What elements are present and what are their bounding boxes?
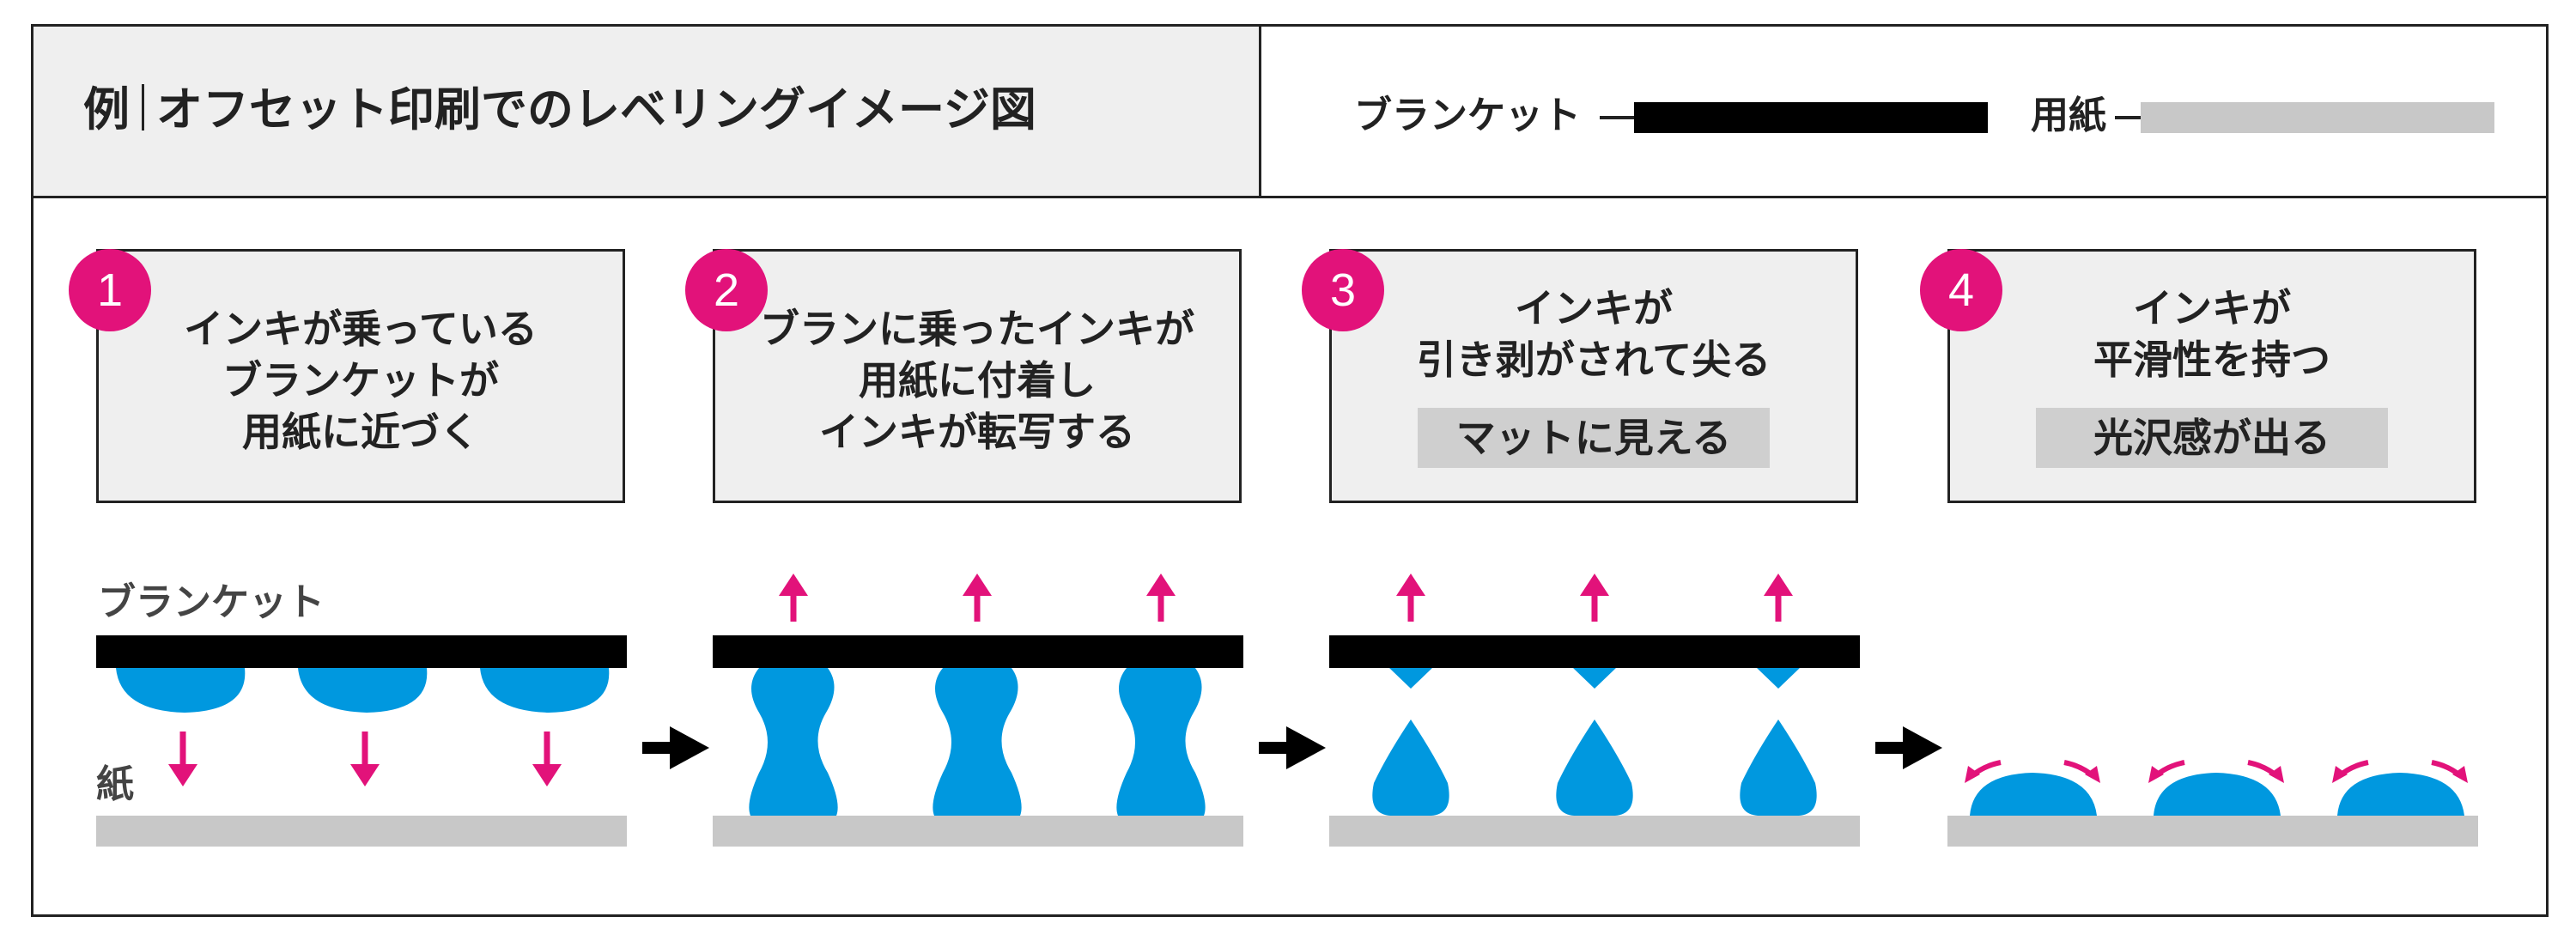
- ink-peak: [1372, 719, 1449, 816]
- step-2-badge: 2: [685, 249, 768, 331]
- ink-level: [1970, 773, 2097, 816]
- down-arrow-icon: [350, 732, 380, 786]
- up-arrow-icon: [1396, 574, 1425, 622]
- up-arrow-icon: [779, 574, 808, 622]
- step-3-text: インキが 引き剥がされて尖る: [1416, 285, 1771, 383]
- step-1-box: インキが乗っている ブランケットが 用紙に近づく: [96, 249, 625, 503]
- ink-peak: [1389, 668, 1432, 689]
- blanket-bar: [96, 635, 627, 668]
- step-3-box: インキが 引き剥がされて尖る マットに見える: [1329, 249, 1858, 503]
- paper-bar: [713, 816, 1243, 847]
- up-arrow-icon: [963, 574, 992, 622]
- right-arrow-icon: [1259, 726, 1326, 769]
- up-arrow-icon: [1764, 574, 1793, 622]
- right-arrow-icon: [1875, 726, 1942, 769]
- title-prefix: 例: [83, 82, 130, 137]
- ink-drop: [298, 668, 428, 713]
- step-2-text: ブランに乗ったインキが 用紙に付着し インキが転写する: [760, 306, 1194, 455]
- paper-label: 紙: [96, 762, 134, 806]
- blanket-label: ブランケット: [98, 580, 325, 624]
- ink-level: [2154, 773, 2281, 816]
- ink-column: [749, 668, 838, 816]
- ink-level: [2337, 773, 2464, 816]
- ink-column: [1116, 668, 1206, 816]
- step-3-badge: 3: [1302, 249, 1384, 331]
- ink-peak: [1757, 668, 1800, 689]
- right-arrow-icon: [642, 726, 709, 769]
- step-4-text: インキが 平滑性を持つ: [2093, 285, 2330, 383]
- title-area: 例オフセット印刷でのレベリングイメージ図: [33, 27, 1261, 198]
- title-text: オフセット印刷でのレベリングイメージ図: [156, 82, 1036, 137]
- ink-drop: [116, 668, 246, 713]
- ink-column: [933, 668, 1022, 816]
- step-4-badge: 4: [1920, 249, 2002, 331]
- up-arrow-icon: [1146, 574, 1176, 622]
- step-1-text: インキが乗っている ブランケットが 用紙に近づく: [184, 306, 538, 455]
- ink-peak: [1740, 719, 1817, 816]
- legend-paper-swatch: [2141, 102, 2494, 133]
- legend-blanket-label: ブランケット: [1354, 94, 1581, 137]
- legend-blanket-swatch: [1634, 102, 1988, 133]
- paper-bar: [1947, 816, 2478, 847]
- spread-arrow-icon: [1970, 760, 2095, 779]
- title-separator: [142, 84, 144, 131]
- step-2-box: ブランに乗ったインキが 用紙に付着し インキが転写する: [713, 249, 1242, 503]
- paper-bar: [1329, 816, 1860, 847]
- paper-bar: [96, 816, 627, 847]
- legend-blanket-leader: [1600, 116, 1634, 119]
- down-arrow-icon: [168, 732, 197, 786]
- step-4-box: インキが 平滑性を持つ 光沢感が出る: [1947, 249, 2476, 503]
- legend-paper-leader: [2115, 116, 2141, 119]
- up-arrow-icon: [1580, 574, 1609, 622]
- ink-peak: [1556, 719, 1633, 816]
- page-title: 例オフセット印刷でのレベリングイメージ図: [83, 84, 1036, 136]
- blanket-bar: [713, 635, 1243, 668]
- step-1-badge: 1: [69, 249, 151, 331]
- blanket-bar: [1329, 635, 1860, 668]
- step-3-callout: マットに見える: [1418, 408, 1770, 468]
- step-4-callout: 光沢感が出る: [2036, 408, 2388, 468]
- legend-paper-label: 用紙: [2031, 94, 2106, 137]
- legend-area: ブランケット 用紙: [1261, 27, 2546, 198]
- figure-frame: 例オフセット印刷でのレベリングイメージ図 ブランケット 用紙: [31, 24, 2549, 917]
- ink-drop: [480, 668, 610, 713]
- ink-peak: [1573, 668, 1616, 689]
- down-arrow-icon: [532, 732, 562, 786]
